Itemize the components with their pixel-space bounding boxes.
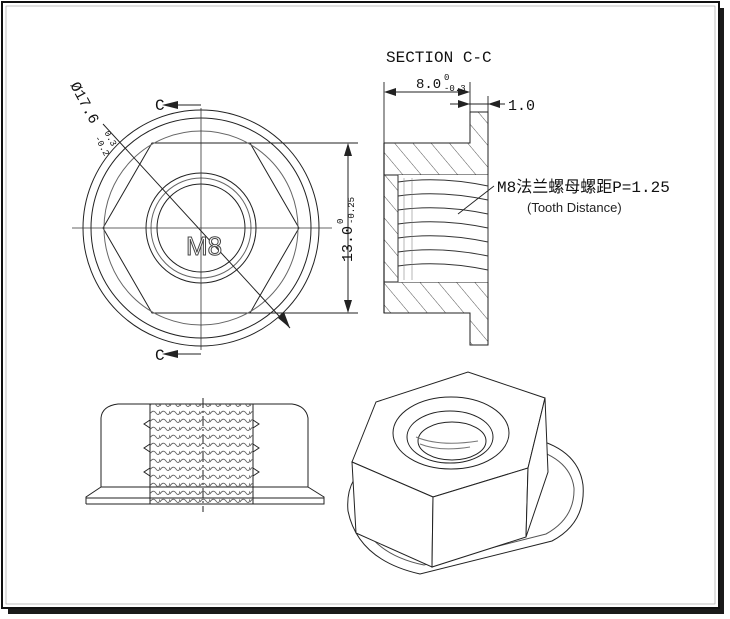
width-value: 8.0: [416, 77, 441, 93]
section-view: [383, 82, 505, 346]
cut-arrow-top: [162, 101, 178, 109]
thread-sublabel: (Tooth Distance): [527, 200, 622, 215]
thread-teeth: [397, 175, 489, 282]
front-view: [72, 104, 358, 355]
side-thread-teeth: [143, 419, 260, 477]
cut-arrow-bottom: [162, 350, 178, 358]
height-arrow-top: [344, 143, 352, 156]
width-tol-upper: 0: [444, 73, 449, 83]
thread-leader: [457, 185, 495, 215]
cut-label-bottom: C: [155, 347, 165, 365]
thread-label: M8法兰螺母螺距P=1.25: [497, 178, 670, 197]
flange-value: 1.0: [508, 98, 535, 115]
side-thread-texture: [150, 404, 253, 504]
isometric-view: [347, 371, 584, 575]
section-left-wall: [383, 174, 399, 283]
iso-hex-face-right: [525, 397, 549, 538]
iso-bore-outer: [392, 396, 510, 470]
width-tol-lower: -0.3: [444, 84, 466, 94]
height-value: 13.0: [340, 226, 357, 262]
height-arrow-bottom: [344, 300, 352, 313]
cut-label-top: C: [155, 97, 165, 115]
height-tol-upper: 0: [336, 219, 346, 224]
section-title: SECTION C-C: [386, 49, 492, 67]
side-view: [85, 398, 325, 512]
diameter-arrow: [278, 312, 290, 328]
iso-bore-inner: [417, 421, 487, 461]
width-arrow-left: [384, 88, 396, 96]
thread-bore: [398, 175, 488, 282]
height-dimension: 13.0 0 -0.25: [336, 197, 357, 262]
thread-size-label: M8: [186, 231, 222, 261]
iso-thread-lines: [415, 436, 479, 450]
inner-frame: [5, 5, 716, 605]
flange-arrow-left: [458, 100, 470, 108]
height-tol-lower: -0.25: [347, 197, 357, 224]
iso-bore-middle: [406, 410, 494, 464]
flange-arrow-right: [488, 100, 500, 108]
diameter-leader: [102, 123, 291, 329]
width-arrow-right: [458, 88, 470, 96]
